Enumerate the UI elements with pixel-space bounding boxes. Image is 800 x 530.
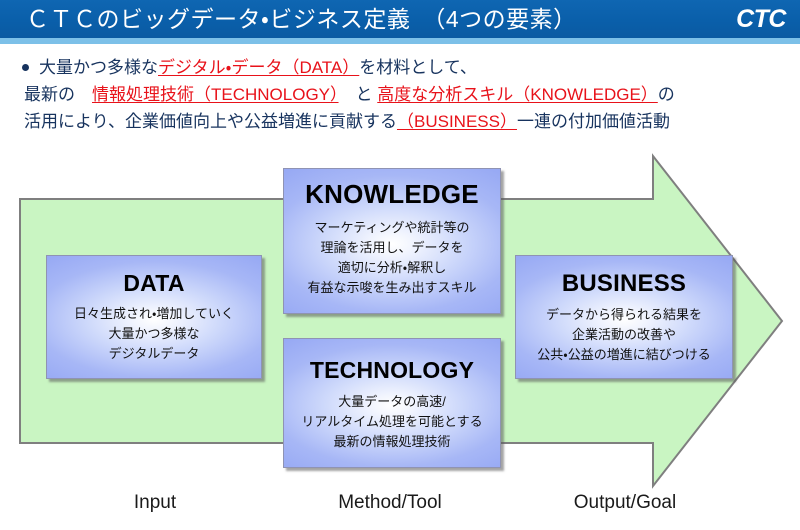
line1-segment-1: 大量かつ多様な	[39, 58, 158, 77]
page-title: ＣＴＣのビッグデータ・ビジネス定義 （4つの要素）	[26, 6, 577, 32]
header-underline	[0, 38, 800, 44]
line3-segment-3: 一連の付加価値活動	[516, 112, 670, 131]
concept-box-business[interactable]: BUSINESS データから得られる結果を 企業活動の改善や 公共・公益の増進に…	[515, 255, 733, 379]
concept-box-data[interactable]: DATA 日々生成され・増加していく 大量かつ多様な デジタルデータ	[46, 255, 262, 379]
box-title-business: BUSINESS	[561, 270, 687, 297]
process-arrow	[16, 152, 788, 490]
body-line-1: 大量かつ多様なデジタル・データ（DATA）を材料として、	[22, 54, 782, 81]
line1-segment-3: を材料として、	[359, 58, 477, 77]
line2-segment-5: の	[657, 85, 675, 104]
bullet-icon	[22, 63, 29, 71]
box-desc-technology: 大量データの高速/ リアルタイム処理を可能とする 最新の情報処理技術	[301, 394, 483, 449]
stage-label-method: Method/Tool	[338, 492, 442, 513]
process-arrow-shape	[19, 153, 784, 489]
body-line-3: 活用により、企業価値向上や公益増進に貢献する（BUSINESS）一連の付加価値活…	[22, 108, 782, 135]
ctc-logo: CTC	[736, 5, 786, 33]
concept-box-knowledge[interactable]: KNOWLEDGE マーケティングや統計等の 理論を活用し、データを 適切に分析…	[283, 168, 501, 314]
line2-highlight-knowledge: 高度な分析スキル（KNOWLEDGE）	[377, 85, 658, 104]
box-title-data: DATA	[123, 270, 185, 296]
body-line-2: 最新の 情報処理技術（TECHNOLOGY） と 高度な分析スキル（KNOWLE…	[22, 81, 782, 108]
body-paragraph: 大量かつ多様なデジタル・データ（DATA）を材料として、 最新の 情報処理技術（…	[22, 54, 782, 135]
stage-label-output: Output/Goal	[573, 492, 677, 513]
concept-box-technology[interactable]: TECHNOLOGY 大量データの高速/ リアルタイム処理を可能とする 最新の情…	[283, 338, 501, 468]
line3-segment-1: 活用により、企業価値向上や公益増進に貢献する	[24, 112, 397, 131]
header-bar	[0, 0, 800, 38]
stage-label-input: Input	[133, 492, 177, 513]
box-desc-business: データから得られる結果を 企業活動の改善や 公共・公益の増進に結びつける	[537, 307, 711, 362]
line1-highlight-data: デジタル・データ（DATA）	[158, 58, 360, 77]
box-title-technology: TECHNOLOGY	[309, 357, 475, 383]
arrow-polygon	[19, 153, 784, 489]
line3-highlight-business: （BUSINESS）	[396, 112, 517, 131]
box-title-knowledge: KNOWLEDGE	[305, 179, 479, 209]
box-desc-data: 日々生成され・増加していく 大量かつ多様な デジタルデータ	[73, 306, 235, 361]
line2-segment-3: と	[338, 85, 378, 104]
line2-segment-1: 最新の	[24, 85, 92, 104]
box-desc-knowledge: マーケティングや統計等の 理論を活用し、データを 適切に分析・解釈し 有益な示唆…	[307, 220, 477, 295]
line2-highlight-technology: 情報処理技術（TECHNOLOGY）	[92, 85, 339, 104]
